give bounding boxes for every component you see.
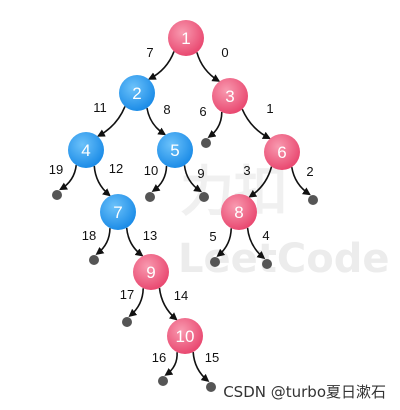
null-leaf-dot [262,259,272,269]
edge-label-n9-l9: 17 [120,287,134,302]
tree-node-7: 7 [100,194,136,230]
tree-node-2: 2 [119,75,155,111]
edge-n5-l5b [183,165,202,193]
tree-node-6: 6 [264,134,300,170]
node-label-6: 6 [277,143,286,162]
edge-n7-n9 [125,227,144,257]
null-leaf-dot [308,195,318,205]
edge-label-n6-l6: 2 [306,164,313,179]
edge-n8-l8b [246,227,266,260]
edge-label-n8-l8b: 4 [262,228,269,243]
tree-node-9: 9 [133,254,169,290]
edge-label-n9-n10: 14 [174,288,188,303]
node-circle-2 [119,75,155,111]
node-label-10: 10 [176,327,195,346]
null-leaf-dot [201,138,211,148]
null-leaf-dot [206,382,216,392]
edge-n7-l7 [95,228,111,255]
node-label-2: 2 [132,84,141,103]
edge-n10-l10b [192,351,210,383]
edge-label-n1-n2: 7 [146,45,153,60]
node-circle-3 [212,78,248,114]
node-circle-4 [68,132,104,168]
null-leaf-dot [145,192,155,202]
edge-n3-l3 [207,112,223,138]
node-circle-5 [157,132,193,168]
tree-node-8: 8 [221,194,257,230]
edge-label-n5-l5b: 9 [197,166,204,181]
node-circle-6 [264,134,300,170]
node-circle-1 [168,20,204,56]
edge-label-n4-n7: 12 [109,161,123,176]
edge-n8-l8a [216,228,233,257]
edge-n6-n8 [248,166,273,198]
credit-watermark: CSDN @turbo夏日漱石 [223,383,386,401]
tree-node-10: 10 [167,318,203,354]
edge-n9-l9 [128,288,145,317]
tree-node-1: 1 [168,20,204,56]
node-label-3: 3 [225,87,234,106]
edge-n2-n4 [96,106,126,137]
edge-label-n7-l7: 18 [82,228,96,243]
edge-label-n2-n4: 11 [93,100,107,115]
edge-label-n5-l5a: 10 [144,163,158,178]
node-label-9: 9 [146,263,155,282]
edge-n4-n7 [93,165,111,197]
edge-label-n3-n6: 1 [266,101,273,116]
edge-n5-l5a [151,165,168,192]
node-label-8: 8 [234,203,243,222]
tree-node-5: 5 [157,132,193,168]
null-leaf-dot [210,257,220,267]
edge-n3-n6 [241,108,271,140]
null-leaf-dot [122,317,132,327]
node-circle-8 [221,194,257,230]
node-label-1: 1 [181,29,190,48]
edge-n4-l4 [59,165,78,191]
null-leaf-dot [158,376,168,386]
node-circle-10 [167,318,203,354]
tree-node-4: 4 [68,132,104,168]
node-label-7: 7 [113,203,122,222]
edge-label-n3-l3: 6 [199,104,206,119]
edge-n1-n2 [147,51,175,80]
edge-label-n6-n8: 3 [243,163,250,178]
node-label-5: 5 [170,141,179,160]
tree-node-3: 3 [212,78,248,114]
edge-n2-n5 [146,107,167,136]
edge-label-n10-l10b: 15 [205,350,219,365]
edge-n9-n10 [158,287,178,321]
node-circle-9 [133,254,169,290]
null-leaf-dot [52,190,62,200]
edges-layer: 7 0 11 8 6 1 19 12 10 9 3 2 18 13 5 4 17 14 16 15 [49,45,314,383]
null-leaf-dot [199,192,209,202]
node-circle-7 [100,194,136,230]
edge-label-n4-l4: 19 [49,162,63,177]
edge-n6-l6 [290,166,311,196]
edge-n10-l10a [164,352,178,376]
edge-label-n7-n9: 13 [143,228,157,243]
edge-label-n8-l8a: 5 [209,229,216,244]
node-label-4: 4 [81,141,90,160]
null-leaf-dot [89,255,99,265]
edge-label-n10-l10a: 16 [152,350,166,365]
edge-label-n1-n3: 0 [221,45,228,60]
edge-n1-n3 [196,52,221,82]
edge-label-n2-n5: 8 [163,102,170,117]
